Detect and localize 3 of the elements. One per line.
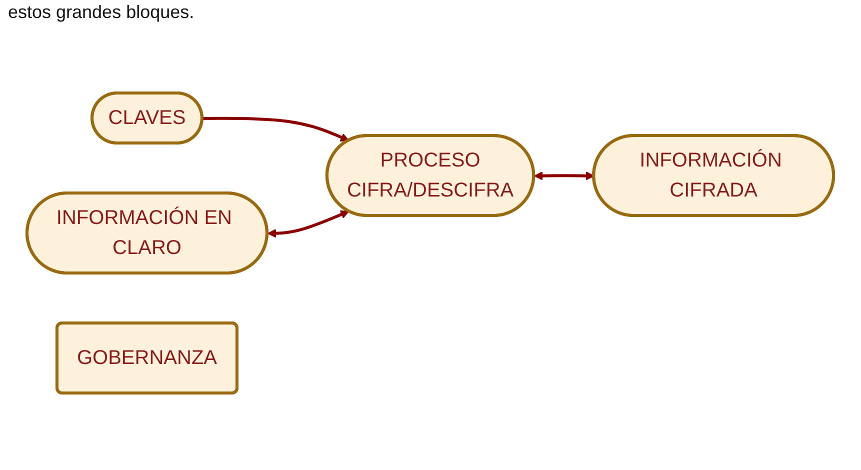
arrow [202, 116, 350, 141]
note-text: estos grandes bloques. [7, 1, 196, 24]
arrow [268, 210, 350, 238]
